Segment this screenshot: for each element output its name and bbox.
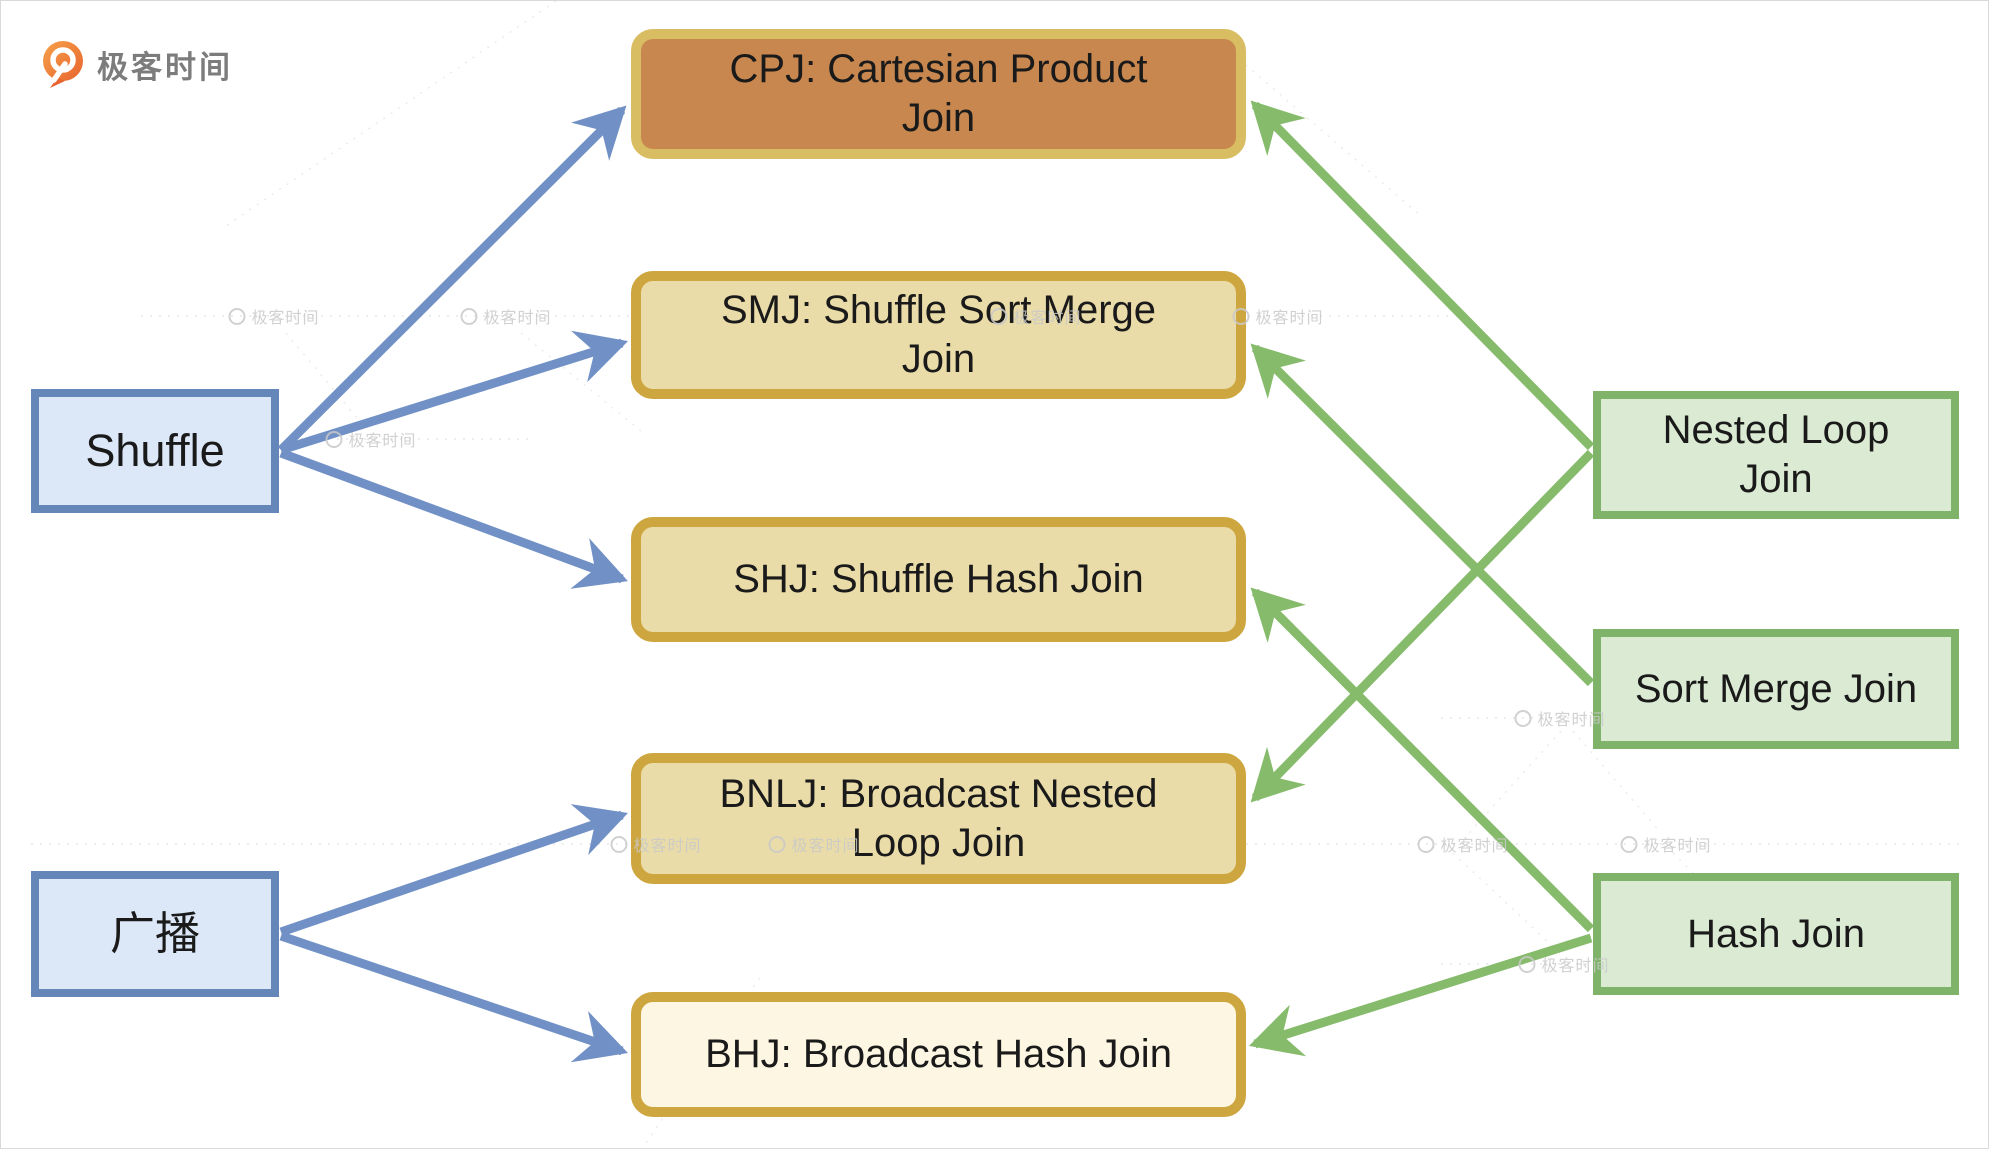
edge-broadcast-to-bnlj (279, 804, 628, 937)
watermark-logo-icon (325, 430, 343, 448)
node-shj-label: SHJ: Shuffle Hash Join (733, 557, 1144, 602)
brand-logo: 极客时间 (41, 39, 233, 89)
node-nested-loop-join: Nested Loop Join (1593, 391, 1959, 519)
node-sort-merge-join-label: Sort Merge Join (1634, 666, 1918, 711)
node-broadcast: 广播 (31, 871, 279, 997)
node-broadcast-label: 广播 (109, 907, 200, 959)
edge-nested-loop-join-to-cpj (1250, 100, 1595, 451)
node-sort-merge-join: Sort Merge Join (1593, 629, 1959, 749)
watermark: 极客时间 (1232, 304, 1323, 328)
watermark-logo-icon (1514, 709, 1532, 727)
watermark-text: 极客时间 (251, 310, 320, 327)
watermark-logo-icon (1417, 835, 1435, 853)
watermark-text: 极客时间 (1255, 310, 1324, 327)
edge-nested-loop-join-to-bnlj (1250, 449, 1595, 803)
node-bnlj: BNLJ: Broadcast Nested Loop Join (631, 753, 1246, 884)
watermark-text: 极客时间 (483, 310, 552, 327)
node-shj: SHJ: Shuffle Hash Join (631, 517, 1246, 642)
watermark-logo-icon (1518, 955, 1536, 973)
node-cpj: CPJ: Cartesian Product Join (631, 29, 1246, 159)
watermark-text: 极客时间 (1643, 838, 1712, 855)
watermark: 极客时间 (1620, 832, 1711, 856)
node-hash-join-label: Hash Join (1687, 911, 1865, 956)
edge-shuffle-to-shj (279, 448, 628, 589)
edge-hash-join-to-shj (1250, 587, 1595, 933)
edge-broadcast-to-bhj (279, 931, 628, 1063)
watermark-text: 极客时间 (1440, 838, 1509, 855)
node-bhj-label: BHJ: Broadcast Hash Join (705, 1032, 1172, 1077)
node-cpj-label: CPJ: Cartesian Product Join (729, 47, 1148, 140)
edge-sort-merge-join-to-smj (1250, 343, 1595, 687)
node-bnlj-label: BNLJ: Broadcast Nested Loop Join (719, 771, 1158, 865)
edge-shuffle-to-smj (279, 330, 629, 455)
node-bhj: BHJ: Broadcast Hash Join (631, 992, 1246, 1117)
watermark-text: 极客时间 (348, 433, 417, 450)
edge-hash-join-to-bhj (1248, 933, 1593, 1057)
watermark: 极客时间 (460, 304, 551, 328)
edge-shuffle-to-cpj (277, 105, 627, 454)
node-smj-label: SMJ: Shuffle Sort Merge Join (721, 288, 1156, 381)
geektime-logo-icon (43, 41, 83, 88)
node-nested-loop-join-label: Nested Loop Join (1662, 408, 1890, 501)
watermark: 极客时间 (228, 304, 319, 328)
brand-name: 极客时间 (97, 49, 233, 85)
watermark-logo-icon (610, 835, 628, 853)
watermark-logo-icon (1620, 835, 1638, 853)
node-shuffle-label: Shuffle (85, 424, 225, 476)
node-hash-join: Hash Join (1593, 873, 1959, 995)
node-smj: SMJ: Shuffle Sort Merge Join (631, 271, 1246, 399)
watermark-logo-icon (460, 307, 478, 325)
watermark: 极客时间 (1514, 706, 1605, 730)
watermark: 极客时间 (1417, 832, 1508, 856)
watermark-logo-icon (228, 307, 246, 325)
node-shuffle: Shuffle (31, 389, 279, 513)
watermark: 极客时间 (325, 427, 416, 451)
